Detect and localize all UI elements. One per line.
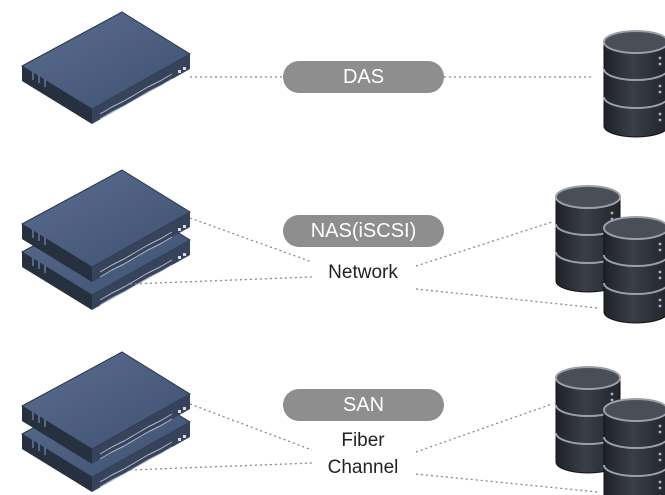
connector-line xyxy=(189,217,313,263)
storage-disk-icon xyxy=(603,398,665,495)
nas-badge-label: NAS(iSCSI) xyxy=(310,219,417,242)
fiber-channel-label-line2: Channel xyxy=(327,457,399,478)
san-badge: SAN xyxy=(283,389,444,421)
storage-disk-icon xyxy=(603,30,665,138)
fiber-channel-label-line1: Fiber xyxy=(341,430,385,451)
connector-line xyxy=(189,403,313,451)
connector-line xyxy=(415,403,553,453)
connector-line xyxy=(415,221,553,267)
san-badge-label: SAN xyxy=(342,393,385,416)
connector-line xyxy=(415,473,599,493)
network-label: Network xyxy=(328,262,398,283)
nas-badge: NAS(iSCSI) xyxy=(283,215,444,247)
das-badge: DAS xyxy=(283,61,444,93)
connector-line xyxy=(415,288,599,309)
connector-line xyxy=(129,276,313,285)
server-icon xyxy=(21,11,191,125)
storage-disk-icon xyxy=(603,216,665,324)
fiber-channel-label: Fiber Channel xyxy=(300,427,426,481)
connector-line xyxy=(129,462,313,471)
das-badge-label: DAS xyxy=(342,65,385,88)
